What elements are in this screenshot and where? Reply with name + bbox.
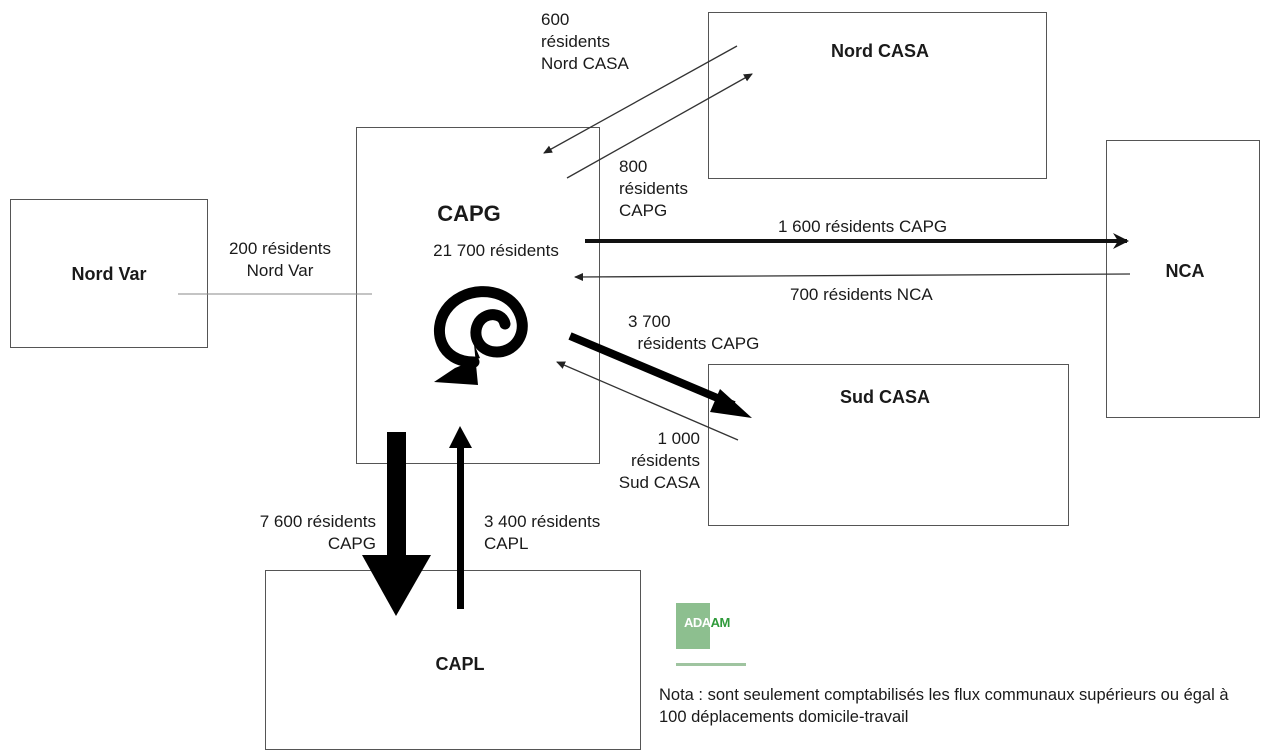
flow-label-capg-to-sud-casa: 3 700 résidents CAPG [628, 312, 760, 353]
flow-label-capl-to-capg: 3 400 résidents CAPL [484, 512, 601, 553]
flow-nord-casa-to-capg-line [543, 45, 738, 154]
flow-label-capg-to-capl: 7 600 résidents CAPG [259, 512, 376, 553]
flow-label-nca-to-capg: 700 résidents NCA [790, 285, 933, 304]
internal-flow-spiral-icon [433, 286, 528, 385]
adaam-logo: ADAAM [676, 603, 746, 673]
zone-nca [1106, 140, 1260, 418]
label-nca: NCA [1165, 261, 1205, 281]
flow-capl-to-capg-shaft [457, 444, 464, 609]
flow-capg-to-capl-shaft [387, 432, 406, 562]
label-capg: CAPG [437, 201, 501, 226]
flow-label-nord-var-to-capg: 200 résidents Nord Var [228, 239, 332, 280]
flow-label-sud-casa-to-capg: 1 000 résidents Sud CASA [618, 429, 700, 492]
flow-sud-casa-to-capg-line [556, 361, 739, 441]
zone-capl [265, 570, 641, 750]
footnote: Nota : sont seulement comptabilisés les … [659, 686, 1229, 726]
label-nord-var: Nord Var [71, 264, 147, 284]
flow-label-nord-casa-to-capg: 600 résidents Nord CASA [541, 10, 629, 73]
label-capg-residents: 21 700 résidents [433, 241, 559, 260]
flow-capg-to-nord-casa-line [566, 73, 753, 179]
flow-label-capg-to-nca: 1 600 résidents CAPG [778, 217, 948, 236]
flow-label-capg-to-nord-casa: 800 résidents CAPG [619, 157, 688, 220]
zone-nord-var [10, 199, 208, 348]
flow-nca-to-capg-line [574, 272, 1131, 281]
label-nord-casa: Nord CASA [831, 41, 929, 61]
flow-capg-to-capl-head [362, 555, 431, 616]
flow-capg-to-sud-casa-head [710, 389, 752, 418]
flow-capl-to-capg-head [449, 426, 472, 448]
flow-capg-to-sud-casa-line [568, 332, 736, 409]
label-sud-casa: Sud CASA [840, 387, 930, 407]
label-capl: CAPL [435, 654, 485, 674]
zone-sud-casa [708, 364, 1069, 526]
zone-nord-casa [708, 12, 1047, 179]
